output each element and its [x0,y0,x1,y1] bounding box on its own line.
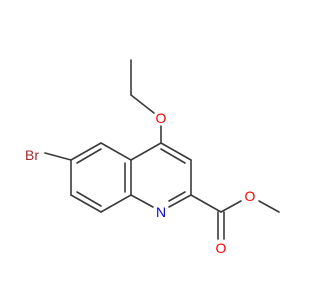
bond-c2-n [168,194,192,208]
bond-c5-c6 [70,142,102,161]
ethoxy-group [130,59,162,144]
atom-label-o-ester: O [245,188,256,204]
bond-c2-carbonyl-c [190,194,222,213]
atom-label-o-carbonyl: O [216,240,227,256]
chemical-structure: Br O N O O [25,59,280,256]
atom-label-n: N [156,204,166,220]
bond-carbonyl-c-o [220,200,242,213]
bond-c4a-c4 [130,142,162,161]
bond-c4-c3 [160,142,192,161]
bond-c2-n-inner [168,191,186,202]
benzene-ring [70,142,132,213]
bond-c8-c8a [100,194,132,213]
bond-n-c8a [130,194,154,208]
bond-c6-br [44,152,72,161]
bond-o-methyl [258,200,280,213]
methyl-ester-group [190,194,280,240]
bond-o-ch2 [130,94,155,114]
bond-c6-c5-inner [76,148,102,164]
pyridine-ring [130,142,192,208]
bond-c4-c3-inner [160,148,186,164]
bond-c7-c8 [70,194,102,213]
bond-c7-c8-inner [76,191,102,207]
atom-label-br: Br [25,147,39,163]
atom-label-o-ether: O [156,110,167,126]
bond-c4a-c5 [100,142,132,161]
